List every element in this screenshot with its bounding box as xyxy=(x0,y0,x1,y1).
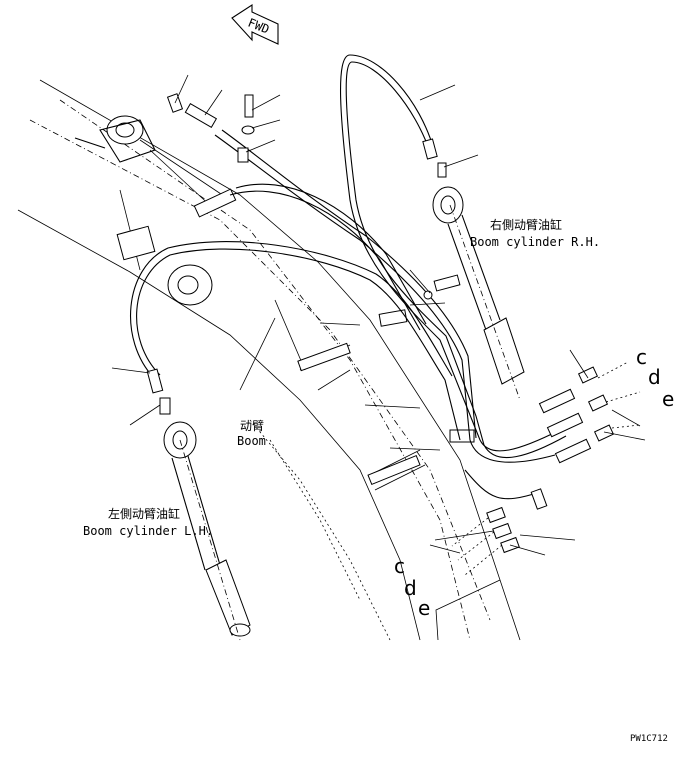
rh-cylinder-label-cn: 右側动臂油缸 xyxy=(490,217,562,232)
leader-lines xyxy=(111,74,646,556)
lh-cylinder-label-cn: 左側动臂油缸 xyxy=(108,506,180,521)
connector-d-right: d xyxy=(648,365,661,389)
boom-outline xyxy=(17,79,521,641)
connector-e-right: e xyxy=(662,387,674,411)
hoses xyxy=(129,54,567,500)
connector-c-right: c xyxy=(636,345,647,369)
fittings xyxy=(146,93,615,554)
boom-cylinder-lh xyxy=(163,421,251,641)
boom-label-en: Boom xyxy=(237,434,266,448)
connector-c-left: c xyxy=(394,554,405,578)
drawing-number: PW1C712 xyxy=(630,734,668,744)
boom-pivots xyxy=(167,264,213,306)
connector-arrows xyxy=(451,361,641,576)
lh-cylinder-label-en: Boom cylinder L.H. xyxy=(83,524,213,538)
connector-e-left: e xyxy=(418,596,430,620)
connector-d-left: d xyxy=(404,576,417,600)
boom-cylinder-rh xyxy=(432,186,525,401)
boom-label-cn: 动臂 xyxy=(240,419,264,433)
clamp-plates xyxy=(116,188,475,486)
top-clamp-assembly xyxy=(74,115,156,163)
rh-cylinder-label-en: Boom cylinder R.H. xyxy=(470,235,600,249)
fwd-arrow: FWD xyxy=(231,3,279,45)
